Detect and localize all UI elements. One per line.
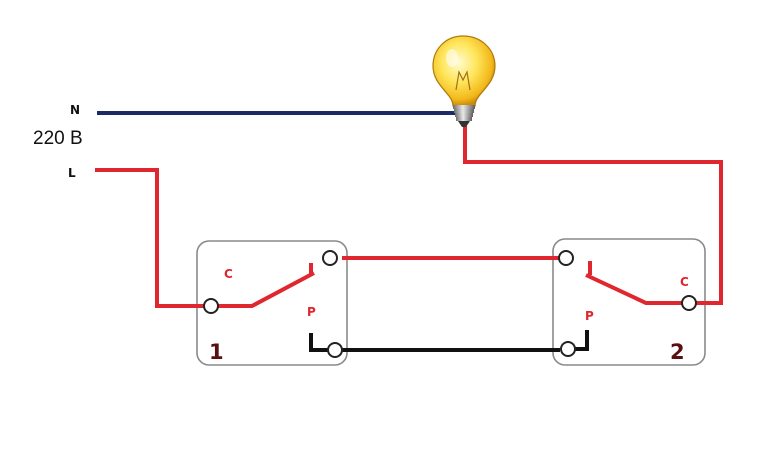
switch-2-lower-contact — [575, 330, 589, 351]
switch-2-common-terminal — [681, 295, 697, 311]
switch-1-common-label: C — [224, 267, 233, 281]
switch-1-lower-contact — [309, 333, 328, 352]
switch-2-number: 2 — [670, 340, 685, 364]
phase-wire-to-switch-1 — [95, 168, 204, 308]
line-label: L — [68, 166, 76, 180]
switch-1-number: 1 — [209, 340, 224, 364]
switch-1-common-terminal — [203, 298, 219, 314]
switch-1-upper-terminal — [322, 250, 338, 266]
neutral-label: N — [70, 103, 80, 117]
switch-1-lower-label: P — [307, 305, 316, 319]
switch-2-lower-terminal — [560, 341, 576, 357]
voltage-label: 220 В — [33, 128, 83, 149]
lamp-wire-to-switch-2 — [463, 126, 723, 305]
switch-1-lever — [217, 271, 315, 308]
switch-2-lower-label: P — [585, 309, 594, 323]
switch-2-common-label: C — [680, 275, 689, 289]
switch-2-upper-terminal — [558, 250, 574, 266]
light-bulb-icon — [432, 35, 496, 127]
switch-2-lever — [585, 273, 682, 305]
switch-1-lower-terminal — [327, 342, 343, 358]
